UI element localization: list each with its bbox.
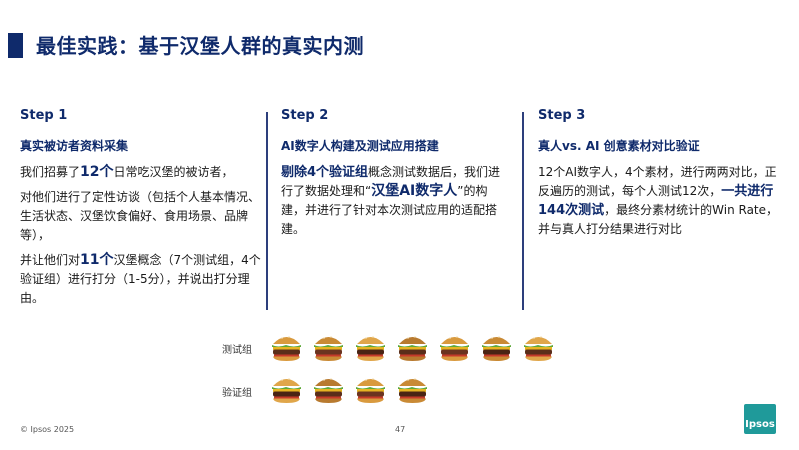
step-1-para-3: 并让他们对11个汉堡概念（7个测试组，4个验证组）进行打分（1-5分），并说出打… xyxy=(20,251,265,308)
verify-group-label: 验证组 xyxy=(222,388,252,399)
burger-image xyxy=(478,327,515,364)
text: 日常吃汉堡的被访者， xyxy=(113,165,234,179)
text: 我们招募了 xyxy=(20,165,81,179)
burger-image xyxy=(394,369,431,406)
step-2-heading: AI数字人构建及测试应用搭建 xyxy=(281,139,439,153)
burger-image xyxy=(310,327,347,364)
burger-image xyxy=(394,327,431,364)
ipsos-logo: Ipsos xyxy=(744,404,776,434)
highlight: 剔除4个验证组 xyxy=(281,165,369,180)
highlight: 汉堡AI数字人 xyxy=(371,183,458,199)
text: 12个AI数字人，4个素材，进行两两对比，正反遍历的测试，每个人测试12次， xyxy=(538,165,777,198)
burger-image xyxy=(352,327,389,364)
text: 汉堡概念（7个测试组，4个验证组）进行打分（1-5分），并说出打分理由。 xyxy=(20,253,261,305)
page-number: 47 xyxy=(395,425,406,434)
test-group-burgers xyxy=(268,327,562,364)
highlight: 12个 xyxy=(80,164,114,180)
burger-image xyxy=(310,369,347,406)
step-3-heading: 真人vs. AI 创意素材对比验证 xyxy=(538,139,700,153)
verify-group-burgers xyxy=(268,369,436,406)
burger-image xyxy=(436,327,473,364)
copyright: © Ipsos 2025 xyxy=(20,425,75,434)
burger-image xyxy=(352,369,389,406)
highlight: 一共进行144次测试 xyxy=(538,184,774,218)
burger-image xyxy=(520,327,557,364)
step-2-label: Step 2 xyxy=(281,108,329,123)
step-3-label: Step 3 xyxy=(538,108,586,123)
column-divider xyxy=(522,112,524,310)
text: ，最终分素材统计的Win Rate，并与真人打分结果进行对比 xyxy=(538,203,779,236)
step-3-para-1: 12个AI数字人，4个素材，进行两两对比，正反遍历的测试，每个人测试12次，一共… xyxy=(538,163,778,239)
burger-image xyxy=(268,327,305,364)
step-2-para-1: 剔除4个验证组概念测试数据后，我们进行了数据处理和“汉堡AI数字人”的构建，并进… xyxy=(281,163,511,239)
test-group-label: 测试组 xyxy=(222,345,252,356)
text: 并让他们对 xyxy=(20,253,81,267)
step-3-column: Step 3 真人vs. AI 创意素材对比验证 12个AI数字人，4个素材，进… xyxy=(538,108,778,245)
text: 概念测试数据后，我们进行了数据处理和“ xyxy=(281,165,501,198)
burger-image xyxy=(268,369,305,406)
text: ”的构建，并进行了针对本次测试应用的适配搭建。 xyxy=(281,184,498,236)
title-accent-bar xyxy=(8,33,23,58)
step-1-heading: 真实被访者资料采集 xyxy=(20,139,129,153)
column-divider xyxy=(266,112,268,310)
highlight: 11个 xyxy=(80,252,114,268)
page-title: 最佳实践：基于汉堡人群的真实内测 xyxy=(36,34,364,58)
step-1-label: Step 1 xyxy=(20,108,68,123)
step-1-column: Step 1 真实被访者资料采集 我们招募了12个日常吃汉堡的被访者， 对他们进… xyxy=(20,108,265,314)
logo-text: Ipsos xyxy=(745,419,775,430)
step-1-para-2: 对他们进行了定性访谈（包括个人基本情况、生活状态、汉堡饮食偏好、食用场景、品牌等… xyxy=(20,190,261,242)
step-1-para-1: 我们招募了12个日常吃汉堡的被访者， xyxy=(20,163,265,182)
step-2-column: Step 2 AI数字人构建及测试应用搭建 剔除4个验证组概念测试数据后，我们进… xyxy=(281,108,511,245)
